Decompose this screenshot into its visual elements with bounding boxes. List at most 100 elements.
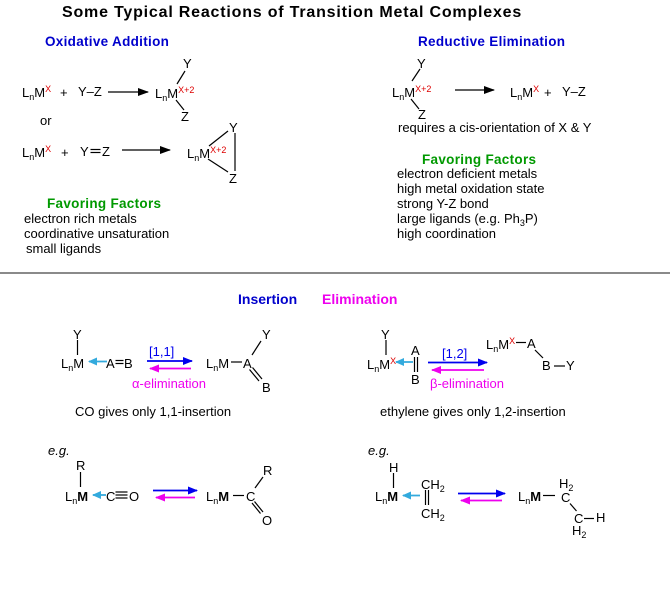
symbol-L: L: [518, 489, 526, 504]
or-text: or: [40, 113, 52, 128]
bond: [534, 349, 544, 359]
symbol-L: L: [22, 145, 30, 160]
favoring-factor-item: large ligands (e.g. Ph3P): [397, 212, 538, 228]
symbol-M: M: [498, 337, 510, 352]
atom-b-label: B: [124, 356, 133, 371]
insertion-right-caption: ethylene gives only 1,2-insertion: [380, 404, 566, 419]
ligand-y-label: Y: [381, 327, 390, 342]
favoring-factor-item: electron rich metals: [24, 211, 137, 226]
symbol-M: M: [404, 85, 416, 100]
symbol-M: M: [387, 489, 399, 504]
subscript-n: n: [374, 364, 380, 374]
symbol-M: M: [218, 356, 230, 371]
ch2-label: CH2: [421, 478, 445, 494]
ligand-y-label: Y: [417, 56, 426, 71]
lnm-x2-product: LnMX+2: [187, 145, 227, 163]
oxidation-state-x: X: [533, 84, 540, 94]
atom-b-label: B: [542, 358, 551, 373]
subscript-n: n: [29, 152, 35, 162]
oxidation-state-x2: X+2: [210, 145, 227, 155]
subscript-n: n: [213, 496, 219, 506]
lnm-product: LnM: [518, 490, 541, 506]
bond: [254, 476, 264, 489]
insertion-left-caption: CO gives only 1,1-insertion: [75, 404, 232, 419]
ligand-y-label: Y: [566, 358, 575, 373]
symbol-L: L: [187, 146, 195, 161]
yz-molecule: Y–Z: [78, 84, 102, 99]
subscript-n: n: [162, 93, 168, 103]
lnm-x-product: LnMX: [486, 336, 516, 354]
ligand-y-label: Y: [80, 144, 89, 159]
ligand-z-label: Z: [229, 171, 237, 186]
symbol-L: L: [61, 356, 69, 371]
oxidation-state-x2: X+2: [178, 85, 195, 95]
lnm-reactant: LnM: [375, 490, 398, 506]
symbol-M: M: [34, 85, 46, 100]
ligand-factor-text: large ligands (e.g. Ph: [397, 211, 520, 226]
carbon-label: C: [561, 490, 571, 505]
favoring-factor-item: coordinative unsaturation: [24, 226, 170, 241]
oxygen-label: O: [262, 513, 273, 528]
bond: [208, 130, 229, 147]
symbol-L: L: [206, 489, 214, 504]
ligand-factor-text: P): [524, 211, 538, 226]
ch2-label: CH2: [421, 507, 445, 523]
subscript-n: n: [382, 496, 388, 506]
symbol-L: L: [22, 85, 30, 100]
lnm-x-reactant: LnMX: [22, 84, 52, 102]
symbol-L: L: [486, 337, 494, 352]
carbon-label: C: [574, 511, 584, 526]
eg-label: e.g.: [48, 443, 70, 458]
section-divider: [0, 272, 670, 274]
symbol-M: M: [218, 489, 230, 504]
lnm-x2-reactant: LnMX+2: [392, 84, 432, 102]
favoring-factor-item: electron deficient metals: [397, 166, 538, 181]
atom-b-label: B: [411, 372, 420, 387]
symbol-L: L: [65, 489, 73, 504]
elimination-heading: Elimination: [322, 291, 398, 307]
hydride-label: H: [389, 460, 399, 475]
plus-sign: +: [60, 85, 68, 100]
atom-a-label: A: [411, 343, 420, 358]
page-title: Some Typical Reactions of Transition Met…: [62, 4, 523, 21]
oxidation-state-x: X: [45, 144, 52, 154]
oxidative-addition-heading: Oxidative Addition: [45, 34, 170, 49]
subscript-n: n: [72, 496, 78, 506]
migration-label-11: [1,1]: [149, 344, 175, 359]
lnm-x-product: LnMX: [510, 84, 540, 102]
plus-sign: +: [544, 85, 552, 100]
symbol-M: M: [34, 145, 46, 160]
subscript-n: n: [194, 153, 200, 163]
symbol-M: M: [522, 85, 534, 100]
subscript-n: n: [525, 496, 531, 506]
reductive-elimination-heading: Reductive Elimination: [418, 34, 566, 49]
lnm-product: LnM: [206, 357, 229, 373]
ligand-y-label: Y: [73, 327, 82, 342]
ch-text: CH: [421, 477, 440, 492]
carbon-label: C: [246, 489, 256, 504]
favoring-factor-item: strong Y-Z bond: [397, 196, 489, 211]
oxidation-state-x: X: [45, 84, 52, 94]
ligand-z-label: Z: [181, 109, 189, 124]
r-group-label: R: [76, 458, 86, 473]
h-text: H: [572, 523, 582, 538]
favoring-factor-item: high metal oxidation state: [397, 181, 545, 196]
h2-label: H2: [559, 477, 573, 493]
eg-label: e.g.: [368, 443, 390, 458]
lnm-x-reactant: LnMX: [367, 356, 396, 374]
atom-a-label: A: [527, 336, 536, 351]
symbol-L: L: [367, 357, 375, 372]
favoring-factor-item: high coordination: [397, 226, 497, 241]
symbol-M: M: [167, 86, 179, 101]
carbon-label: C: [106, 489, 116, 504]
symbol-M: M: [73, 356, 85, 371]
favoring-factors-heading: Favoring Factors: [47, 196, 162, 211]
alpha-elimination-label: α-elimination: [132, 376, 206, 391]
oxidation-state-x2: X+2: [415, 84, 432, 94]
lnm-reactant: LnM: [61, 357, 84, 373]
plus-sign: +: [61, 145, 69, 160]
favoring-factors-heading: Favoring Factors: [422, 152, 537, 167]
oxidation-state-x: X: [509, 336, 516, 346]
symbol-M: M: [530, 489, 542, 504]
